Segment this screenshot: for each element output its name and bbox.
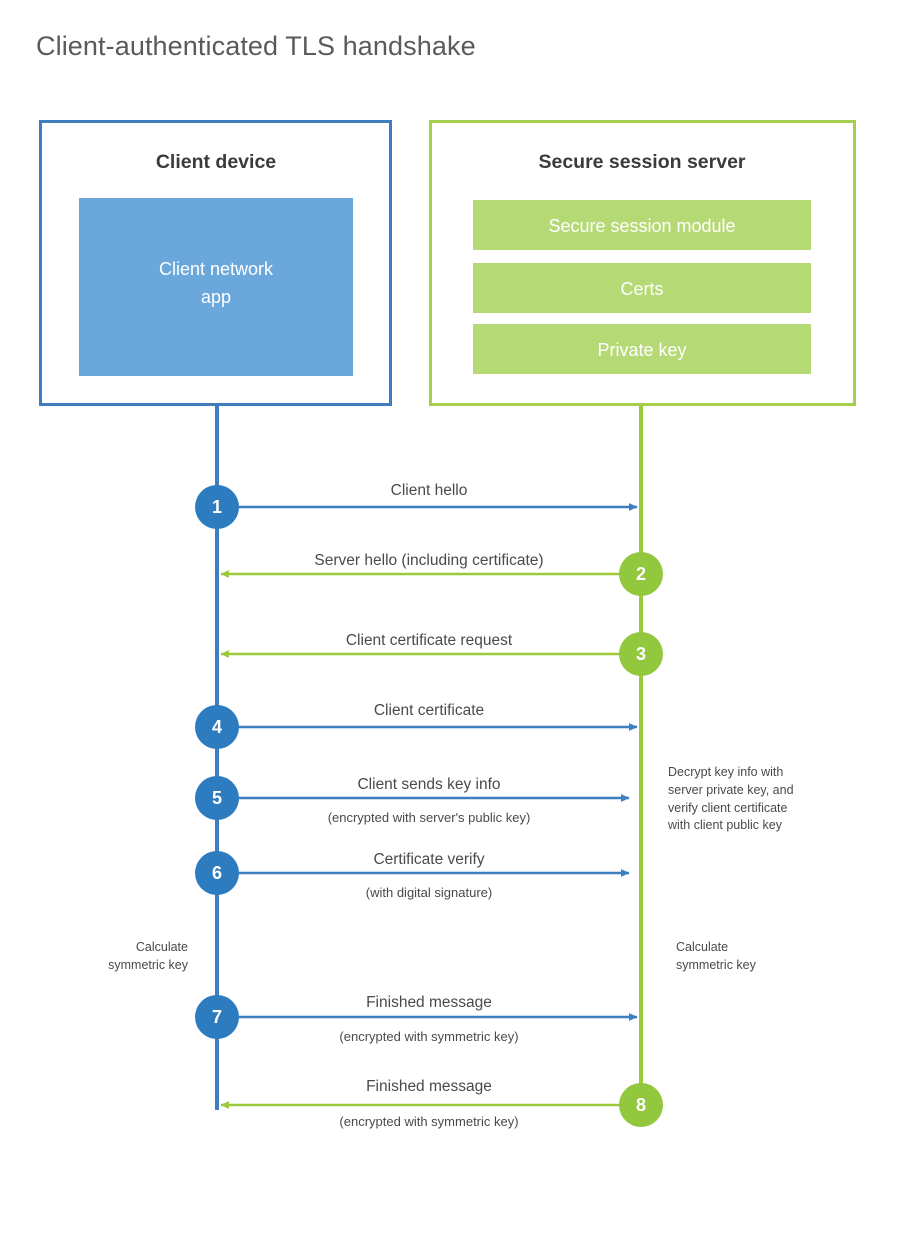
step-row-1: Client hello 1 xyxy=(195,482,638,529)
step-5-sublabel: (encrypted with server's public key) xyxy=(328,810,531,825)
client-panel-title: Client device xyxy=(156,151,276,173)
step-5-marker xyxy=(195,776,239,820)
client-calc-note-line-1: symmetric key xyxy=(108,958,189,972)
client-calc-note-line-0: Calculate xyxy=(136,940,188,954)
step-8-number: 8 xyxy=(636,1095,646,1115)
step-row-7: Finished message (encrypted with symmetr… xyxy=(195,994,638,1044)
server-module-box-1 xyxy=(473,263,811,313)
server-decrypt-note-line-3: with client public key xyxy=(667,818,783,832)
client-network-app-label-line1: Client network xyxy=(159,259,274,279)
server-module-box-2 xyxy=(473,324,811,374)
client-network-app-box xyxy=(79,198,353,376)
step-7-number: 7 xyxy=(212,1007,222,1027)
step-3-label: Client certificate request xyxy=(346,632,513,649)
step-4-number: 4 xyxy=(212,717,222,737)
server-panel-title: Secure session server xyxy=(538,151,745,173)
server-decrypt-note-line-1: server private key, and xyxy=(668,783,794,797)
client-device-panel: Client device Client network app xyxy=(39,120,392,406)
page-title: Client-authenticated TLS handshake xyxy=(36,31,476,61)
step-row-2: Server hello (including certificate) 2 xyxy=(220,552,663,596)
server-decrypt-note-line-0: Decrypt key info with xyxy=(668,765,783,779)
step-6-sublabel: (with digital signature) xyxy=(366,885,492,900)
step-5-number: 5 xyxy=(212,788,222,808)
step-2-label: Server hello (including certificate) xyxy=(314,552,543,569)
server-module-label-0: Secure session module xyxy=(548,216,735,236)
step-8-label: Finished message xyxy=(366,1078,492,1095)
server-calc-note-line-0: Calculate xyxy=(676,940,728,954)
client-network-app-label-line2: app xyxy=(201,287,231,307)
step-3-number: 3 xyxy=(636,644,646,664)
server-decrypt-note: Decrypt key info with server private key… xyxy=(667,765,794,832)
server-module-label-2: Private key xyxy=(597,340,686,360)
step-8-marker xyxy=(619,1083,663,1127)
server-calc-note-line-1: symmetric key xyxy=(676,958,757,972)
server-module-box-0 xyxy=(473,200,811,250)
server-calculate-symmetric-key-note: Calculate symmetric key xyxy=(676,940,757,972)
step-row-5: Client sends key info (encrypted with se… xyxy=(195,776,630,825)
step-row-8: Finished message (encrypted with symmetr… xyxy=(220,1078,663,1129)
step-7-sublabel: (encrypted with symmetric key) xyxy=(339,1029,518,1044)
server-decrypt-note-line-2: verify client certificate xyxy=(668,801,788,815)
secure-session-server-panel: Secure session server Secure session mod… xyxy=(429,120,856,406)
step-4-label: Client certificate xyxy=(374,702,484,719)
step-7-marker xyxy=(195,995,239,1039)
step-2-number: 2 xyxy=(636,564,646,584)
step-5-label: Client sends key info xyxy=(357,776,500,793)
step-6-number: 6 xyxy=(212,863,222,883)
step-row-3: Client certificate request 3 xyxy=(220,632,663,676)
step-7-label: Finished message xyxy=(366,994,492,1011)
step-8-sublabel: (encrypted with symmetric key) xyxy=(339,1114,518,1129)
step-1-marker xyxy=(195,485,239,529)
step-6-marker xyxy=(195,851,239,895)
server-module-label-1: Certs xyxy=(620,279,663,299)
step-4-marker xyxy=(195,705,239,749)
step-row-6: Certificate verify (with digital signatu… xyxy=(195,851,630,900)
step-3-marker xyxy=(619,632,663,676)
step-1-label: Client hello xyxy=(391,482,468,499)
step-2-marker xyxy=(619,552,663,596)
client-calculate-symmetric-key-note: Calculate symmetric key xyxy=(108,940,189,972)
step-row-4: Client certificate 4 xyxy=(195,702,638,749)
step-6-label: Certificate verify xyxy=(373,851,484,868)
step-1-number: 1 xyxy=(212,497,222,517)
